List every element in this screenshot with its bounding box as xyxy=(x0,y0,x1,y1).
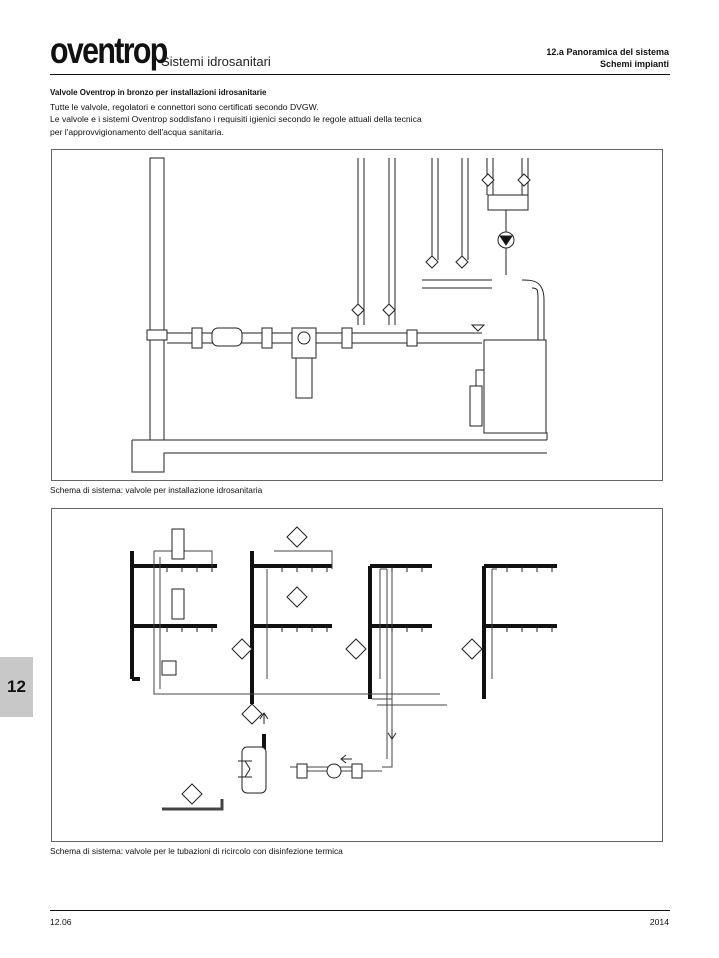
intro-line-1: Tutte le valvole, regolatori e connettor… xyxy=(50,102,319,112)
chapter-title: 12.a Panoramica del sistema xyxy=(546,47,669,57)
recirculation-diagram xyxy=(51,508,663,842)
figure-caption-1: Schema di sistema: valvole per installaz… xyxy=(50,485,263,495)
installation-diagram xyxy=(51,149,663,481)
chapter-tab: 12 xyxy=(0,657,33,717)
chapter-heading: 12.a Panoramica del sistema Schemi impia… xyxy=(546,46,669,70)
brand-logo: oventrop xyxy=(50,30,168,71)
page-number: 12.06 xyxy=(50,917,72,927)
intro-line-3: per l'approvvigionamento dell'acqua sani… xyxy=(50,126,224,137)
installation-diagram-drawing xyxy=(131,157,548,473)
footer-rule xyxy=(50,910,670,911)
intro-line-2: Le valvole e i sistemi Oventrop soddisfa… xyxy=(50,114,422,125)
section-name: Sistemi idrosanitari xyxy=(161,54,271,69)
content-heading: Valvole Oventrop in bronzo per installaz… xyxy=(50,88,267,97)
chapter-subtitle: Schemi impianti xyxy=(599,59,669,69)
footer-year: 2014 xyxy=(649,917,669,927)
recirculation-diagram-drawing xyxy=(130,526,557,811)
chapter-tab-label: 12 xyxy=(7,677,26,696)
header-rule xyxy=(50,74,670,75)
figure-caption-2: Schema di sistema: valvole per le tubazi… xyxy=(50,846,343,856)
intro-text: Tutte le valvole, regolatori e connettor… xyxy=(50,101,422,138)
